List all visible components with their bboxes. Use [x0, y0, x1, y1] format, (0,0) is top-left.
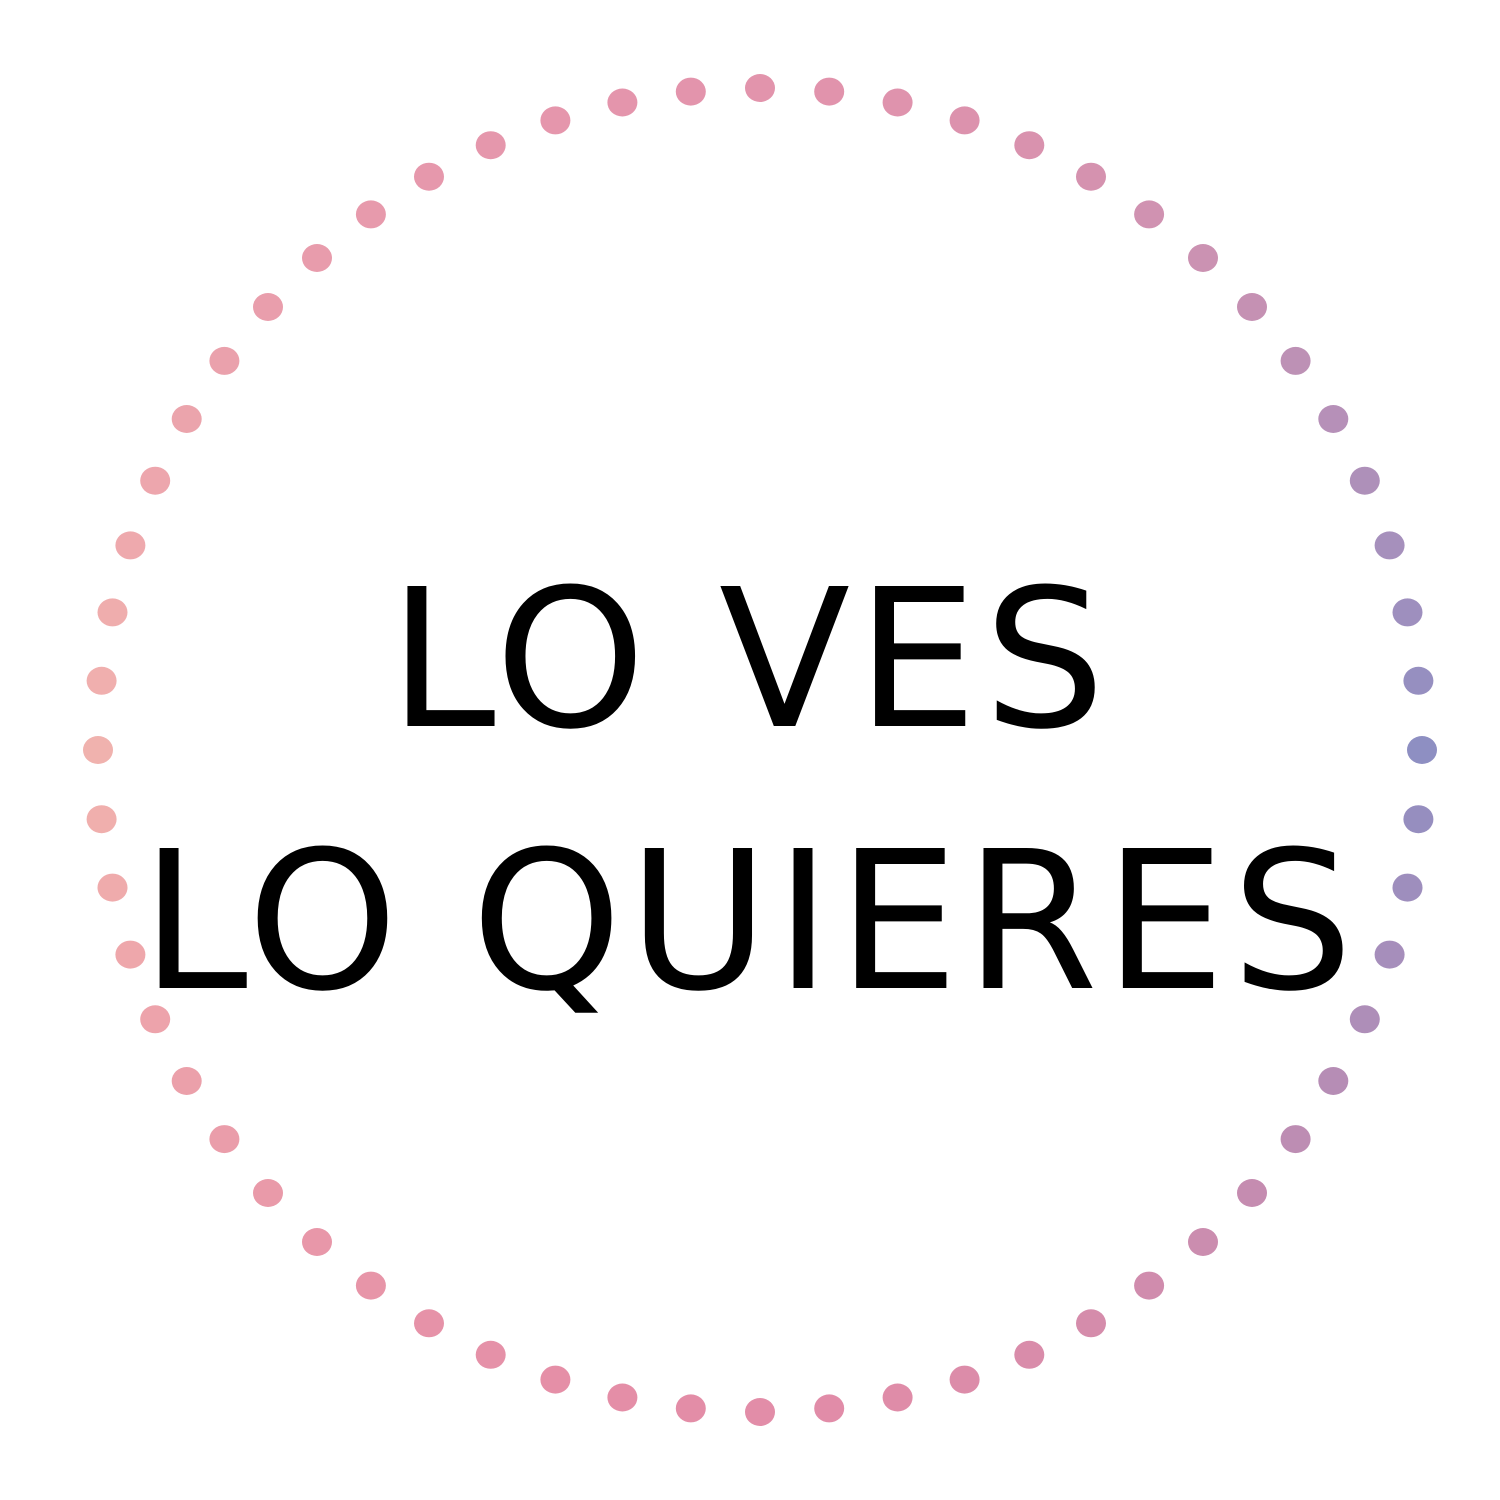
ring-dot [1374, 940, 1405, 969]
ring-dot [1237, 293, 1267, 321]
ring-dot [1188, 244, 1218, 272]
ring-dot [1076, 162, 1106, 191]
ring-dot [209, 346, 240, 375]
ring-dot [253, 293, 283, 321]
ring-dot [115, 940, 146, 969]
ring-dot [253, 1179, 283, 1207]
ring-dot [949, 1365, 980, 1394]
ring-dot [814, 77, 845, 106]
ring-dot [1280, 1125, 1311, 1154]
ring-dot [675, 77, 706, 106]
ring-dot [814, 1394, 845, 1423]
ring-dot [355, 1271, 386, 1300]
ring-dot [607, 88, 638, 117]
ring-dot [1349, 1005, 1380, 1034]
ring-dot [1403, 666, 1434, 695]
ring-dot [1134, 1271, 1165, 1300]
ring-dot [1392, 598, 1423, 627]
ring-dot [86, 666, 117, 695]
ring-dot [540, 106, 571, 135]
ring-dot [949, 106, 980, 135]
ring-dot [745, 74, 775, 102]
ring-dot [1014, 1340, 1045, 1369]
ring-dot [209, 1125, 240, 1154]
ring-dot [675, 1394, 706, 1423]
ring-dot [882, 1383, 913, 1412]
ring-dot [414, 162, 444, 191]
ring-dot [1280, 346, 1311, 375]
ring-dot [171, 1067, 202, 1095]
ring-dot [140, 1005, 171, 1034]
ring-dot [540, 1365, 571, 1394]
ring-dot [1318, 1067, 1349, 1095]
ring-dot [607, 1383, 638, 1412]
ring-dot [171, 405, 202, 433]
ring-dot [745, 1398, 775, 1426]
ring-dot [1134, 200, 1165, 229]
ring-dot [86, 805, 117, 834]
ring-dot [475, 1340, 506, 1369]
ring-dot [83, 736, 113, 764]
ring-dot [140, 466, 171, 495]
ring-dot [1374, 531, 1405, 560]
ring-dot [1318, 405, 1349, 433]
ring-dot [1349, 466, 1380, 495]
ring-dot [355, 200, 386, 229]
ring-dot [1076, 1309, 1106, 1338]
ring-dot [1237, 1179, 1267, 1207]
ring-dot [882, 88, 913, 117]
ring-dot [302, 244, 332, 272]
headline: LO VES LO QUIERES [0, 530, 1500, 1054]
ring-dot [414, 1309, 444, 1338]
ring-dot [97, 598, 128, 627]
ring-dot [115, 531, 146, 560]
ring-dot [1392, 873, 1423, 902]
ring-dot [1403, 805, 1434, 834]
headline-line-2: LO QUIERES [140, 811, 1360, 1034]
ring-dot [302, 1228, 332, 1256]
ring-dot [1014, 131, 1045, 160]
ring-dot [475, 131, 506, 160]
ring-dot [1407, 736, 1437, 764]
ring-dot [1188, 1228, 1218, 1256]
headline-line-1: LO VES [388, 549, 1112, 772]
ring-dot [97, 873, 128, 902]
